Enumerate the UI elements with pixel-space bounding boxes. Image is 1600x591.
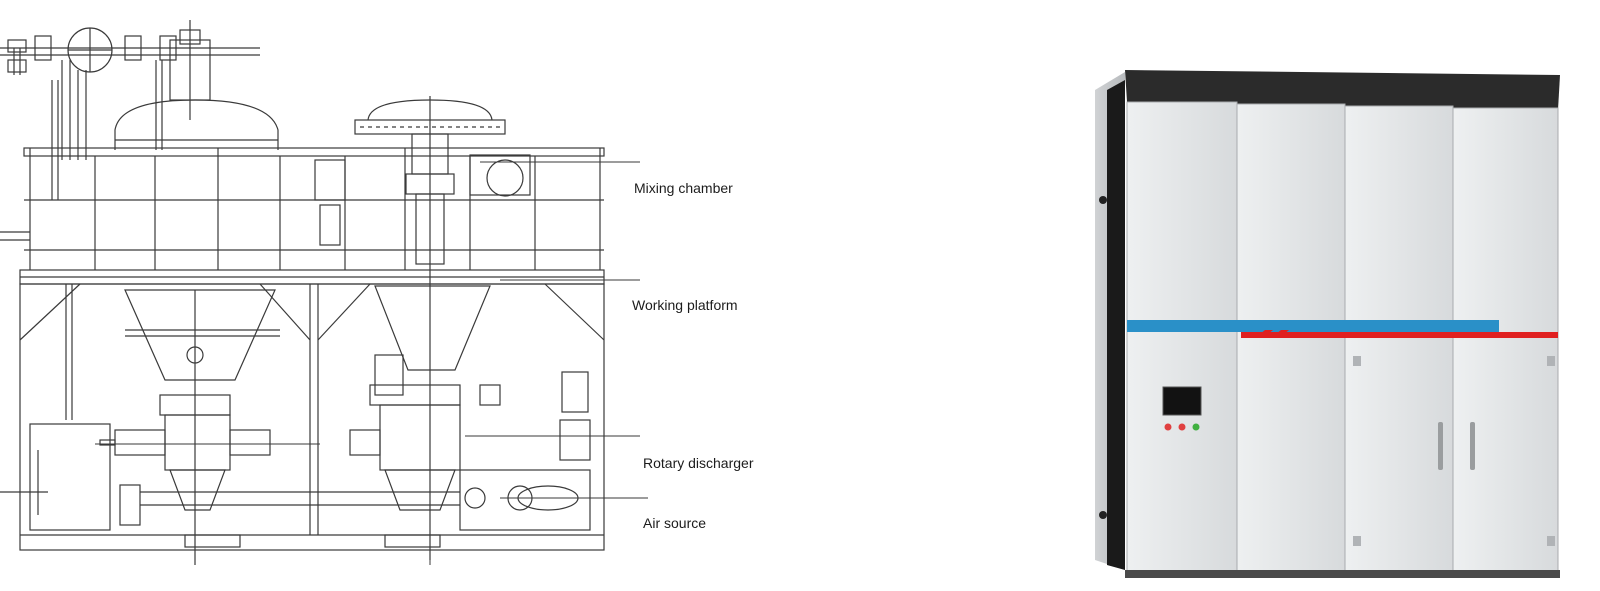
indicator-light-3 [1192, 423, 1200, 431]
red-stripe [1241, 332, 1558, 338]
cabinet-base [1125, 570, 1560, 578]
rotary-discharger-left [99, 394, 271, 511]
front-panel-1 [1126, 101, 1238, 573]
side-port-top [1099, 196, 1107, 204]
leader-lines [95, 161, 648, 565]
guard-rail [0, 147, 605, 270]
air-source-label: Air source [643, 515, 707, 531]
working-platform-label: Working platform [632, 297, 738, 313]
indicator-light-2 [1178, 423, 1186, 431]
door-handle-left [1438, 422, 1443, 470]
working-platform-deck [19, 269, 605, 285]
hinge-3 [1547, 356, 1555, 366]
cabinet-roof [1125, 70, 1560, 110]
hopper-right [374, 285, 589, 413]
hinge-2 [1353, 536, 1361, 546]
rotary-discharger-right [349, 384, 591, 511]
mixing-chamber-label: Mixing chamber [634, 180, 733, 196]
air-source-unit [0, 423, 591, 531]
support-frame [19, 283, 605, 551]
hopper-left [124, 289, 280, 565]
equipment-schematic-drawing [0, 20, 648, 565]
red-chevron-1 [1255, 330, 1273, 338]
side-port-bottom [1099, 511, 1107, 519]
equipment-cabinet-image [1095, 70, 1560, 578]
indicator-light-1 [1164, 423, 1172, 431]
mixing-tank-right [354, 96, 524, 560]
red-chevron-2 [1271, 330, 1289, 338]
front-panel-4 [1452, 107, 1559, 573]
door-handle-right [1470, 422, 1475, 470]
inlet-piping [0, 20, 260, 200]
hinge-4 [1547, 536, 1555, 546]
blue-stripe [1127, 320, 1499, 332]
front-panel-3 [1344, 105, 1454, 573]
cabinet-side-edge [1107, 80, 1125, 570]
hinge-1 [1353, 356, 1361, 366]
mixing-tank-left [114, 99, 279, 150]
rotary-discharger-label: Rotary discharger [643, 455, 754, 471]
control-touchscreen [1162, 386, 1202, 416]
